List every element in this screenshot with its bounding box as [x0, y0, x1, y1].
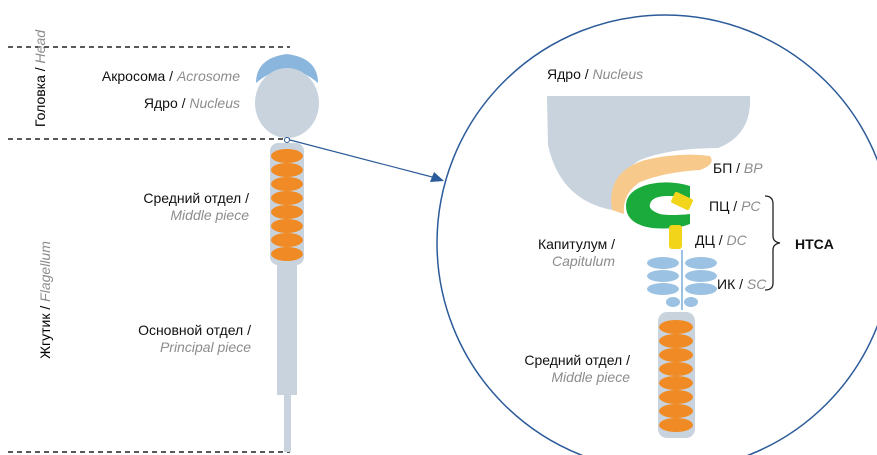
end-piece-shape	[284, 395, 291, 452]
middle-piece-label: Средний отдел / Middle piece	[143, 190, 249, 224]
zoom-nucleus-label: Ядро / Nucleus	[547, 66, 643, 83]
neck-point	[285, 138, 290, 143]
zoom-arrow-head	[430, 172, 444, 182]
distal-centriole-shape	[669, 225, 682, 249]
segmented-column-label: ИК / SC	[717, 276, 766, 293]
zoom-middle-piece-label: Средний отдел / Middle piece	[524, 352, 630, 386]
zoom-arrow-line	[290, 140, 436, 178]
head-section-en: Head	[32, 30, 48, 63]
principal-piece-shape	[277, 265, 297, 395]
htca-bracket	[765, 196, 780, 290]
zoom-circle	[437, 15, 877, 455]
basal-plate-label: БП / BP	[713, 160, 763, 177]
htca-label: HTCA	[795, 236, 834, 253]
nucleus-label: Ядро / Nucleus	[144, 95, 240, 112]
head-section-ru: Головка /	[32, 67, 48, 127]
capitulum-label: Капитулум / Capitulum	[538, 236, 615, 270]
flagellum-section-ru: Жгутик /	[37, 306, 53, 359]
flagellum-section-en: Flagellum	[37, 241, 53, 302]
head-section-label: Головка / Head	[32, 57, 48, 127]
flagellum-section-label: Жгутик / Flagellum	[37, 240, 53, 360]
distal-centriole-label: ДЦ / DC	[695, 232, 747, 249]
proximal-centriole-label: ПЦ / PC	[709, 198, 761, 215]
sperm-head-nucleus	[255, 68, 319, 138]
acrosome-label: Акросома / Acrosome	[102, 68, 240, 85]
principal-piece-label: Основной отдел / Principal piece	[138, 322, 251, 356]
